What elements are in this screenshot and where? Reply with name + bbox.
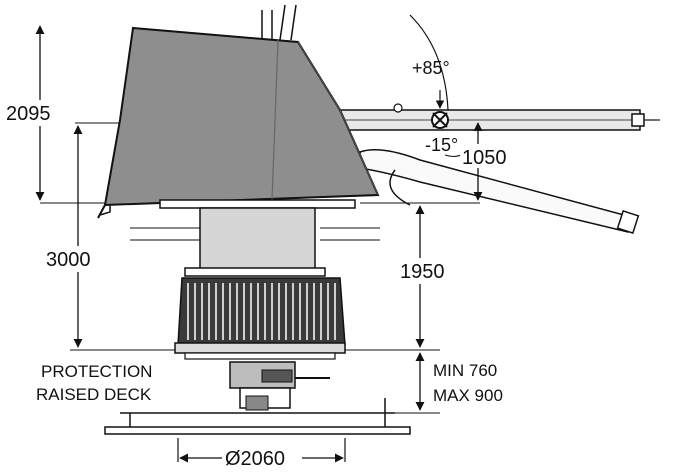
pedestal-column [184, 207, 326, 277]
turret-shield [97, 26, 380, 219]
angle-labels: +85° -15° [412, 58, 458, 155]
base-machinery [229, 361, 330, 411]
dimension-diameter: Ø2060 [177, 438, 346, 470]
label-3000: 3000 [46, 249, 91, 271]
gun-barrel [329, 103, 660, 131]
label-raised-deck: RAISED DECK [36, 385, 152, 404]
gun-barrel-depressed [359, 149, 640, 234]
label-protection: PROTECTION [41, 362, 152, 381]
label-1050: 1050 [462, 147, 507, 169]
dimension-deck-height: MIN 760 MAX 900 [415, 352, 503, 411]
protection-labels: PROTECTION RAISED DECK [36, 362, 152, 404]
dimension-1950: 1950 [398, 205, 460, 348]
label-1950: 1950 [400, 261, 445, 283]
dimension-3000: 3000 [44, 125, 106, 348]
deck-plate [104, 398, 411, 435]
label-elevation: +85° [412, 58, 450, 78]
label-2095: 2095 [6, 103, 51, 125]
ammunition-drum [174, 277, 346, 360]
elevation-arc [261, 4, 471, 157]
label-min: MIN 760 [433, 361, 497, 380]
label-depression: -15° [425, 135, 458, 155]
label-diameter: Ø2060 [225, 448, 285, 468]
dimension-2095: 2095 [5, 25, 75, 201]
label-max: MAX 900 [433, 386, 503, 405]
dimension-1050: 1050 [460, 122, 518, 201]
